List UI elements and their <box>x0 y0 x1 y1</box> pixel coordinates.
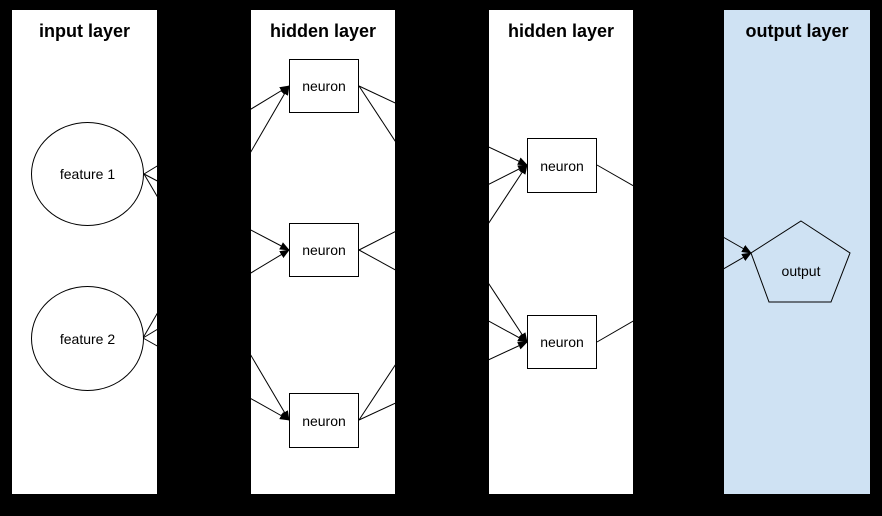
node-hidden2-neuron-1: neuron <box>527 138 597 193</box>
layer-title-output: output layer <box>745 21 849 41</box>
node-feature-1: feature 1 <box>31 122 144 226</box>
node-hidden1-neuron-3-label: neuron <box>302 412 346 429</box>
edge-n3-to-m1 <box>358 164 528 421</box>
edge-n1-to-m1 <box>358 85 528 166</box>
edge-f1-to-n1 <box>143 85 290 175</box>
edge-f1-to-n3 <box>143 173 290 421</box>
edge-n2-to-m1 <box>358 164 528 251</box>
edge-f2-to-n3 <box>142 337 290 421</box>
node-hidden1-neuron-3: neuron <box>289 393 359 448</box>
layer-title-hidden-1: hidden layer <box>269 21 377 41</box>
edge-n2-to-m2 <box>358 249 528 343</box>
node-hidden2-neuron-1-label: neuron <box>540 157 584 174</box>
edge-lines-group <box>142 85 752 421</box>
node-feature-1-label: feature 1 <box>59 166 116 182</box>
layer-panel-hidden-2: hidden layer <box>489 10 633 494</box>
node-hidden2-neuron-2: neuron <box>527 315 597 369</box>
node-hidden1-neuron-2-label: neuron <box>302 242 346 258</box>
edge-n1-to-m2 <box>358 85 528 343</box>
layer-panel-input: input layer <box>12 10 157 494</box>
node-hidden1-neuron-1-label: neuron <box>302 78 346 94</box>
node-feature-2-label: feature 2 <box>59 330 116 347</box>
edge-n3-to-m2 <box>358 341 528 421</box>
node-hidden1-neuron-1: neuron <box>289 59 359 113</box>
edge-f2-to-n1 <box>142 85 290 339</box>
layer-title-input: input layer <box>38 21 131 41</box>
node-hidden2-neuron-2-label: neuron <box>540 334 584 350</box>
node-feature-2: feature 2 <box>31 286 144 391</box>
node-output-label: output <box>781 263 821 279</box>
edge-f2-to-n2 <box>142 249 290 339</box>
node-hidden1-neuron-2: neuron <box>289 223 359 277</box>
node-output-pentagon-shape <box>750 220 851 303</box>
edge-m1-to-out <box>596 164 752 254</box>
edge-m2-to-out <box>596 252 752 343</box>
layer-title-hidden-2: hidden layer <box>507 21 615 41</box>
